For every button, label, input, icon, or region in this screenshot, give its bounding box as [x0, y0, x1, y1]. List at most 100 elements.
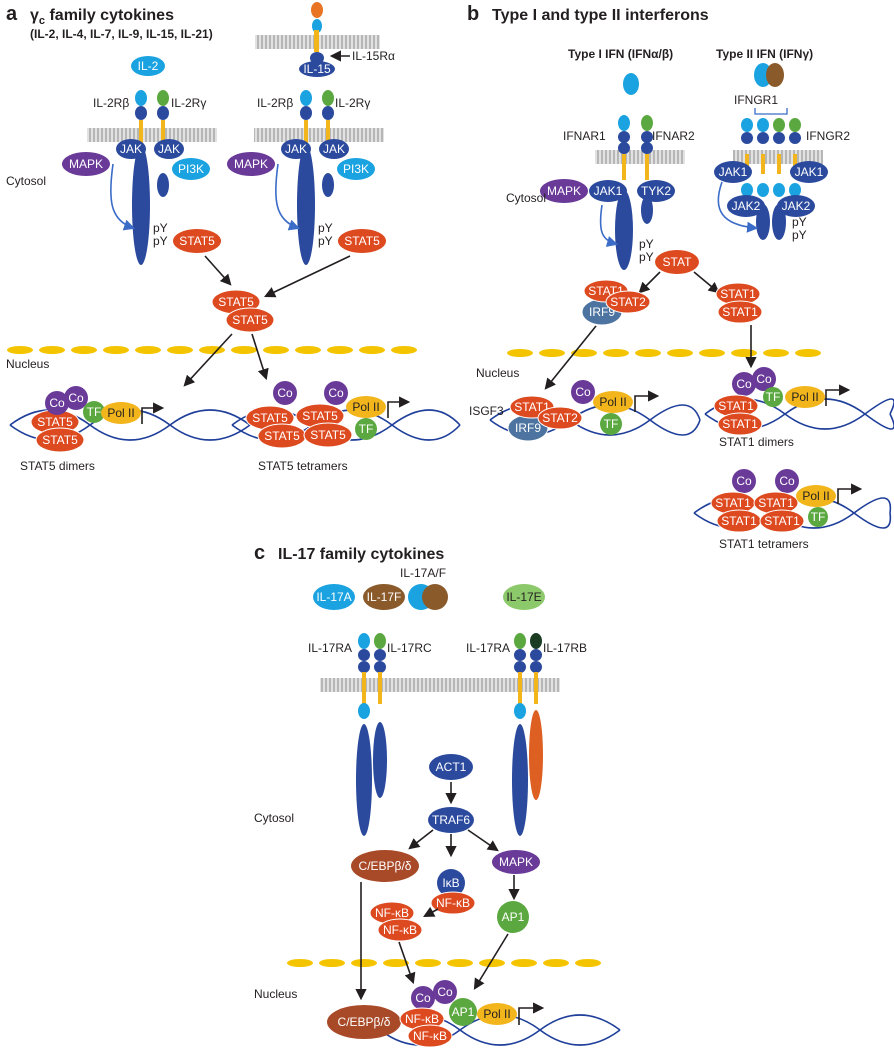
il15ra-label: IL-15Rα — [352, 49, 395, 63]
panel-a: a γc family cytokines (IL-2, IL-4, IL-7,… — [6, 2, 461, 473]
svg-text:MAPK: MAPK — [547, 184, 581, 198]
svg-text:MAPK: MAPK — [234, 157, 268, 171]
svg-text:TF: TF — [766, 390, 781, 404]
svg-text:Pol II: Pol II — [791, 390, 818, 404]
gamma-c-receptor-right: IL-2Rβ IL-2Rγ JAK JAK PI3K MAPK pY pY ST… — [227, 90, 386, 265]
svg-text:STAT1: STAT1 — [722, 417, 758, 431]
type1-ifn-ligand — [623, 73, 639, 95]
panel-b-letter: b — [467, 3, 479, 25]
ifngr2-label: IFNGR2 — [806, 129, 850, 143]
stat5-dimers-label: STAT5 dimers — [20, 459, 95, 473]
stat-hub: STAT — [638, 250, 720, 294]
il17ra-rc-receptor — [356, 633, 387, 836]
isgf3-label: ISGF3 — [469, 404, 504, 418]
svg-text:Co: Co — [328, 386, 344, 400]
svg-text:STAT: STAT — [663, 255, 693, 269]
svg-text:IRF9: IRF9 — [515, 421, 541, 435]
svg-text:JAK1: JAK1 — [719, 165, 748, 179]
svg-text:IκB: IκB — [442, 876, 459, 890]
stat5-tetramer-dna: Co Co STAT5 STAT5 STAT5 STAT5 Pol II TF … — [231, 381, 461, 473]
svg-text:IL-2Rγ: IL-2Rγ — [335, 96, 370, 110]
il15-receptor-complex: IL-15 IL-15Rα — [255, 2, 395, 77]
svg-text:Co: Co — [575, 385, 591, 399]
stat5-dimer: STAT5 STAT5 — [211, 289, 275, 333]
type2-ifn-label: Type II IFN (IFNγ) — [716, 47, 813, 61]
svg-text:STAT5: STAT5 — [344, 234, 380, 248]
panel-c-title: IL-17 family cytokines — [278, 546, 444, 563]
svg-text:IL-17A: IL-17A — [316, 590, 351, 604]
svg-text:MAPK: MAPK — [69, 157, 103, 171]
svg-text:pY: pY — [639, 250, 654, 264]
svg-text:NF-κB: NF-κB — [436, 896, 470, 910]
panel-c: c IL-17 family cytokines IL-17A IL-17F I… — [254, 542, 621, 1048]
svg-text:NF-κB: NF-κB — [413, 1029, 447, 1043]
nuclear-membrane-b — [507, 349, 821, 357]
svg-text:JAK: JAK — [120, 142, 142, 156]
svg-text:C/EBPβ/δ: C/EBPβ/δ — [338, 1015, 391, 1029]
panel-b: b Type I and type II interferons Type I … — [467, 3, 894, 551]
svg-text:pY: pY — [318, 234, 333, 248]
stat5-tetramers-label: STAT5 tetramers — [258, 459, 348, 473]
il17ra-rb-receptor — [512, 633, 543, 836]
ifnar1-label: IFNAR1 — [563, 129, 606, 143]
il17ra-label-right: IL-17RA — [466, 641, 510, 655]
svg-text:STAT1: STAT1 — [758, 496, 794, 510]
stat5-dimer-dna: STAT5 STAT5 Co Co TF Pol II STAT5 dimers — [9, 386, 251, 473]
svg-text:STAT5: STAT5 — [302, 409, 338, 423]
svg-text:PI3K: PI3K — [343, 162, 369, 176]
svg-text:IL-17E: IL-17E — [506, 590, 541, 604]
svg-text:STAT1: STAT1 — [720, 287, 756, 301]
il2-ligand: IL-2 — [131, 56, 165, 76]
svg-text:pY: pY — [639, 237, 654, 251]
svg-text:STAT1: STAT1 — [721, 514, 757, 528]
stat1-dimers-label: STAT1 dimers — [719, 435, 794, 449]
isgf3-cytosolic: IRF9 STAT1 STAT2 — [581, 279, 651, 326]
panel-a-letter: a — [6, 3, 18, 25]
svg-text:Co: Co — [277, 386, 293, 400]
svg-text:STAT5: STAT5 — [252, 411, 288, 425]
svg-text:Co: Co — [736, 474, 752, 488]
svg-text:JAK1: JAK1 — [795, 165, 824, 179]
il17af-label: IL-17A/F — [400, 566, 446, 580]
svg-text:TYK2: TYK2 — [641, 184, 671, 198]
nucleus-label-c: Nucleus — [254, 987, 297, 1001]
svg-text:IL-15: IL-15 — [303, 62, 331, 76]
il17ra-label-left: IL-17RA — [308, 641, 352, 655]
svg-text:NF-κB: NF-κB — [383, 923, 417, 937]
type1-ifn-label: Type I IFN (IFNα/β) — [568, 47, 673, 61]
il17rc-label: IL-17RC — [387, 641, 432, 655]
il17-nuclear-complex: C/EBPβ/δ Co Co NF-κB NF-κB AP1 Pol II — [327, 980, 621, 1048]
ifngr-receptor: JAK1 JAK1 JAK2 JAK2 pY pY — [714, 118, 828, 242]
svg-text:Co: Co — [437, 985, 453, 999]
svg-text:TF: TF — [359, 422, 374, 436]
panel-a-title: γc family cytokines — [30, 7, 174, 27]
cytosol-label-b: Cytosol — [506, 191, 546, 205]
svg-text:Co: Co — [756, 372, 772, 386]
svg-text:JAK2: JAK2 — [732, 199, 761, 213]
svg-text:TF: TF — [87, 405, 102, 419]
svg-text:Co: Co — [779, 474, 795, 488]
svg-text:STAT5: STAT5 — [264, 429, 300, 443]
svg-text:IL-2Rβ: IL-2Rβ — [257, 96, 293, 110]
il17-pathway: ACT1 TRAF6 C/EBPβ/δ MAPK AP1 IκB NF-κB N… — [351, 754, 540, 942]
svg-text:pY: pY — [792, 215, 807, 229]
svg-text:pY: pY — [153, 234, 168, 248]
stat1-tetramer-dna: Co Co STAT1 STAT1 STAT1 STAT1 Pol II TF … — [693, 469, 892, 551]
svg-text:Co: Co — [49, 396, 65, 410]
svg-text:STAT1: STAT1 — [715, 496, 751, 510]
svg-text:STAT1: STAT1 — [514, 400, 550, 414]
svg-text:AP1: AP1 — [502, 910, 525, 924]
nucleus-label-b: Nucleus — [476, 366, 519, 380]
il17-ligands: IL-17A IL-17F IL-17A/F IL-17E — [313, 566, 545, 610]
svg-text:Co: Co — [68, 391, 84, 405]
panel-c-letter: c — [254, 542, 265, 564]
svg-text:TF: TF — [604, 417, 619, 431]
svg-text:IL-2: IL-2 — [138, 59, 159, 73]
stat1-dimer-dna: Co Co STAT1 STAT1 TF Pol II STAT1 dimers — [704, 367, 894, 449]
svg-text:MAPK: MAPK — [499, 855, 533, 869]
svg-text:Co: Co — [415, 991, 431, 1005]
nucleus-label-a: Nucleus — [6, 357, 49, 371]
svg-text:Pol II: Pol II — [107, 406, 134, 420]
svg-text:IL-17F: IL-17F — [367, 590, 402, 604]
svg-text:STAT5: STAT5 — [218, 295, 254, 309]
